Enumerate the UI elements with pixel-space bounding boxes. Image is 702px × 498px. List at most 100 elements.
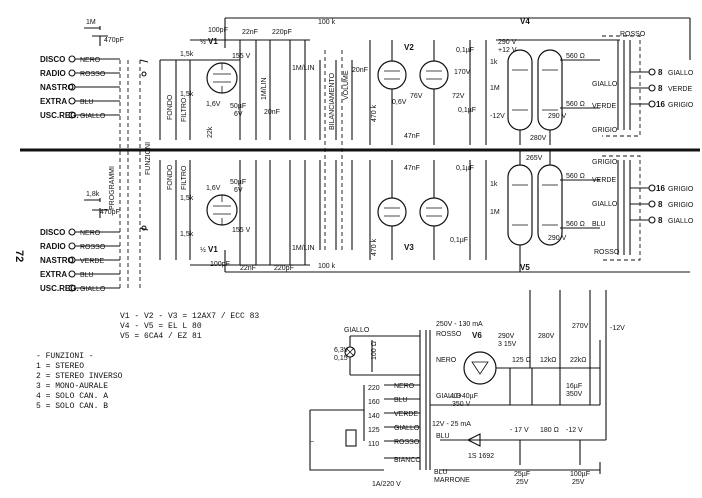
- label-155v: 155 V: [232, 53, 251, 60]
- label-315v: 3 15V: [498, 341, 517, 348]
- label-100uf: 100µF: [570, 471, 590, 478]
- funzioni-item: 1 = STEREO: [36, 362, 85, 371]
- label-22nf: 22nF: [240, 265, 256, 272]
- wire-color: GIALLO: [80, 286, 106, 293]
- label-100k: 100 k: [318, 19, 336, 26]
- volume-label: VOLUME: [343, 70, 350, 100]
- label-16uf: 16µF: [566, 383, 582, 390]
- tap-v: 125: [368, 427, 380, 434]
- label-1m-lin: 1M/LIN: [292, 65, 315, 72]
- label-22nf: 22nF: [242, 29, 258, 36]
- wire-color: MARRONE: [434, 477, 470, 484]
- tube-label: V1: [208, 37, 218, 46]
- label-15k: 1,5k: [180, 231, 194, 238]
- funzioni-label: FUNZIONI: [145, 142, 152, 175]
- label-40uf: 40+40µF: [450, 393, 478, 400]
- label-1k: 1k: [490, 59, 498, 66]
- funzioni-item: 5 = SOLO CAN. B: [36, 402, 109, 411]
- wire-color: ROSSO: [80, 244, 106, 251]
- label-47nf: 47nF: [404, 133, 420, 140]
- input-label: EXTRA: [40, 97, 67, 106]
- speaker-value: 8: [658, 84, 663, 93]
- label-16v: 1,6V: [206, 185, 221, 192]
- label-170v: 170V: [454, 69, 471, 76]
- wire-color: NERO: [80, 230, 101, 237]
- label-350vb: 350V: [566, 391, 583, 398]
- label-22k: 22kΩ: [570, 357, 587, 364]
- wire-color: GIALLO: [436, 393, 462, 400]
- label-15k: 1,5k: [180, 91, 194, 98]
- label-15k: 1,5k: [180, 51, 194, 58]
- label-20nf: 20nF: [264, 109, 280, 116]
- input-label: EXTRA: [40, 270, 67, 279]
- output-transformer-top: ROSSO GIALLO VERDE GRIGIO 8 GIALLO 8 VER…: [592, 31, 694, 137]
- minus-12v: -12V: [610, 325, 625, 332]
- page-number: 72: [13, 250, 25, 262]
- tap-color: GIALLO: [394, 425, 420, 432]
- speaker-value: 8: [658, 216, 663, 225]
- tube-half: ½: [200, 38, 206, 46]
- wire-color: NERO: [80, 57, 101, 64]
- speaker-color: VERDE: [668, 86, 692, 93]
- label-265v: 265V: [526, 155, 543, 162]
- label-01uf: 0,1µF: [456, 165, 474, 172]
- hv-label: 250V - 130 mA: [436, 321, 483, 328]
- label-1m-lin: 1M/LIN: [292, 245, 315, 252]
- xfmr-wire: GRIGIO: [592, 159, 618, 166]
- label-m12v: -12V: [490, 113, 505, 120]
- label-290v: 290 V: [548, 235, 567, 242]
- funzioni-title: - FUNZIONI -: [36, 352, 94, 361]
- lamp-volt: 6,3V: [334, 347, 349, 354]
- label-01uf: 0,1µF: [456, 47, 474, 54]
- label-25v: 25V: [516, 479, 529, 486]
- filtro-label: FILTRO: [181, 97, 188, 122]
- label-290v: 290V: [498, 333, 515, 340]
- tube-v5: V5 560 Ω 560 Ω 265V 290 V: [507, 150, 600, 272]
- wire-color: BLU: [434, 469, 448, 476]
- tube-label: V3: [404, 243, 414, 252]
- label-25uf: 25µF: [514, 471, 530, 478]
- input-label: RADIO: [40, 69, 66, 78]
- tap-v: 220: [368, 385, 380, 392]
- label-155v: 155 V: [232, 227, 251, 234]
- speaker-value: 16: [656, 184, 665, 193]
- input-label: NASTRO: [40, 83, 74, 92]
- xfmr-wire: BLU: [592, 221, 606, 228]
- tap-v: 110: [368, 441, 379, 448]
- label-100k: 100 k: [318, 263, 336, 270]
- input-label: USC.REG.: [40, 111, 79, 120]
- label-220pf: 220pF: [272, 29, 292, 36]
- speaker-color: GIALLO: [668, 70, 694, 77]
- label-50uf: 50µF: [230, 103, 246, 110]
- power-supply: GIALLO 6,3V 0,15 100 Ω 250V - 130 mA 12V…: [309, 290, 625, 488]
- label-1m: 1M: [86, 19, 96, 26]
- tube-label: V1: [208, 245, 218, 254]
- xfmr-wire: ROSSO: [620, 31, 646, 38]
- label-470k: 470 k: [371, 238, 378, 256]
- tube-legend-row: V4 - V5 = EL L 80: [120, 322, 202, 331]
- label-25vb: 25V: [572, 479, 585, 486]
- filtro-label-b: FILTRO: [181, 165, 188, 190]
- xfmr-wire: VERDE: [592, 177, 616, 184]
- lv-label: 12V - 25 mA: [432, 421, 471, 428]
- speaker-color: GIALLO: [668, 218, 694, 225]
- wire-color: ROSSO: [80, 71, 106, 78]
- label-12v: +12 V: [498, 47, 517, 54]
- funzioni-item: 4 = SOLO CAN. A: [36, 392, 109, 401]
- fondo-label-b: FONDO: [167, 164, 174, 190]
- label-20nf: 20nF: [352, 67, 368, 74]
- label-270v: 270V: [572, 323, 589, 330]
- label-22k: 22k: [207, 126, 214, 138]
- xfmr-wire: GIALLO: [592, 81, 618, 88]
- programmi-label: PROGRAMMI: [109, 166, 116, 210]
- tube-v4: V4 290 V +12 V -12V 560 Ω 560 Ω 280V 290…: [490, 17, 620, 145]
- fondo-label: FONDO: [167, 94, 174, 120]
- label-560: 560 Ω: [566, 173, 585, 180]
- xfmr-wire: ROSSO: [594, 249, 620, 256]
- tap-color: VERDE: [394, 411, 418, 418]
- wire-color: NERO: [436, 357, 457, 364]
- bilanciamento-label: BILANCIAMENTO: [329, 72, 336, 130]
- speaker-value: 8: [658, 68, 663, 77]
- label-290v: 290 V: [498, 39, 517, 46]
- tap-v: 140: [368, 413, 380, 420]
